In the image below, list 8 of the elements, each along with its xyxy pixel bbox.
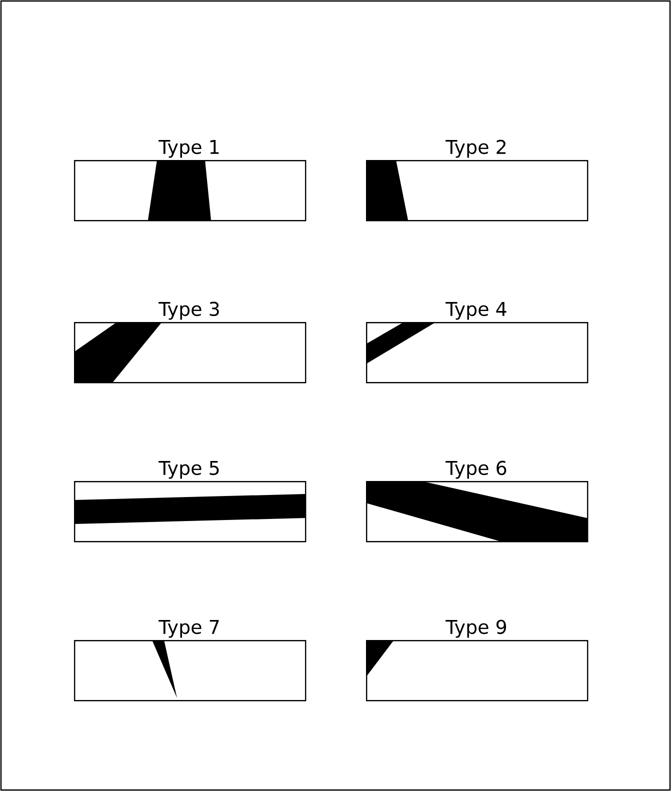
type-label: Type 2 — [446, 140, 506, 158]
type-label: Type 6 — [446, 460, 506, 479]
type-label: Type 5 — [158, 461, 219, 479]
type-label: Type 4 — [446, 302, 506, 320]
type-label: Type 7 — [158, 620, 219, 638]
type-label: Type 1 — [158, 140, 219, 158]
type-label: Type 9 — [446, 620, 506, 638]
type-label: Type 3 — [158, 302, 219, 320]
